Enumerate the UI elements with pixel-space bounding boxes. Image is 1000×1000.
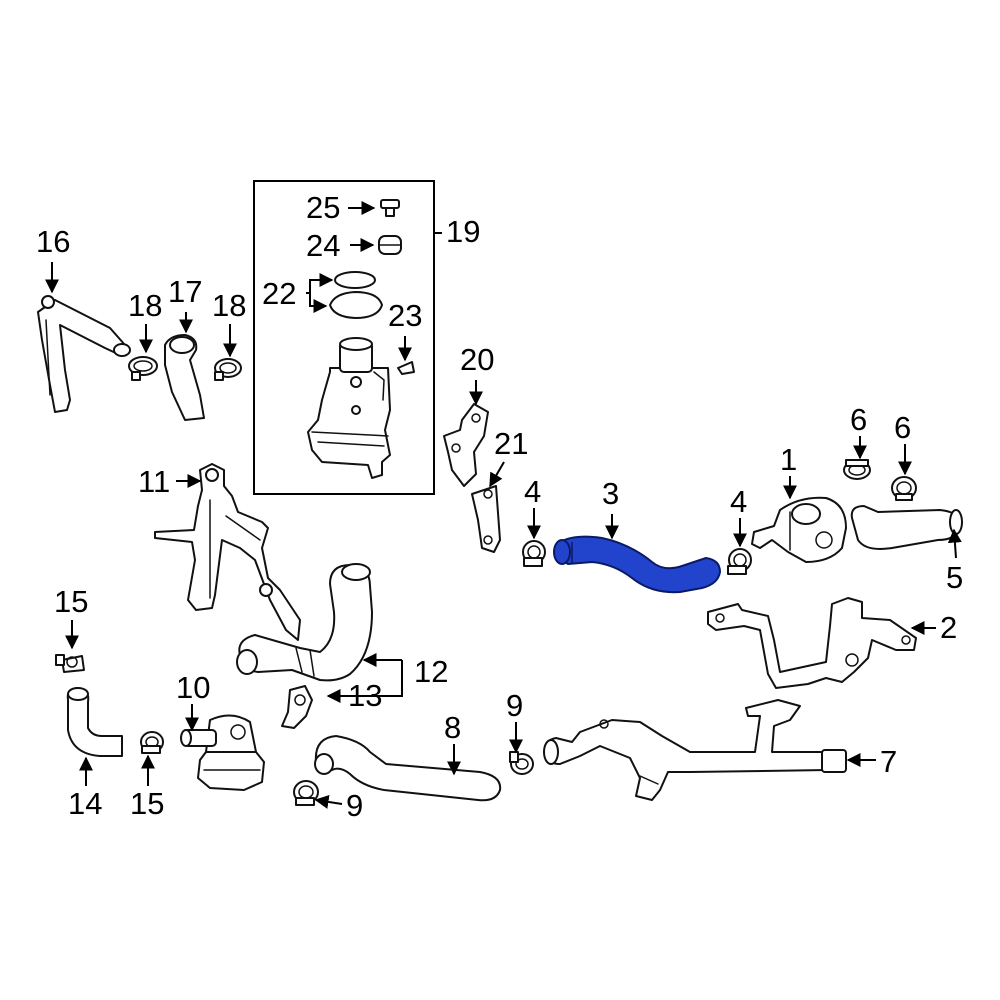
part-23-clip[interactable]	[397, 361, 415, 375]
callout-6a: 6	[850, 402, 867, 437]
callout-17: 17	[168, 274, 202, 309]
part-10-pump[interactable]	[180, 714, 265, 791]
part-14-hose[interactable]	[66, 687, 123, 757]
part-6-clamp-left[interactable]	[843, 459, 871, 480]
callout-13: 13	[348, 678, 382, 713]
part-8-hose[interactable]	[314, 735, 502, 802]
part-22-gasket[interactable]	[334, 271, 376, 289]
part-7-pipe[interactable]	[543, 699, 847, 801]
callout-1: 1	[780, 442, 797, 477]
callout-11: 11	[138, 464, 170, 499]
part-5-hose[interactable]	[850, 505, 963, 550]
callout-5: 5	[946, 560, 963, 595]
part-18-clamp-right[interactable]	[214, 358, 242, 381]
reservoir-kit-box	[253, 180, 435, 495]
callout-12: 12	[414, 654, 448, 689]
part-22-cap[interactable]	[329, 291, 383, 319]
callout-6b: 6	[894, 410, 911, 445]
part-15-clamp-top[interactable]	[55, 654, 85, 673]
part-20-bracket[interactable]	[443, 403, 489, 487]
callout-18b: 18	[212, 288, 246, 323]
part-25-bolt[interactable]	[380, 199, 400, 217]
part-17-hose[interactable]	[164, 334, 205, 421]
callout-15b: 15	[130, 786, 164, 821]
part-9-clamp-right[interactable]	[509, 751, 534, 775]
callout-24: 24	[306, 228, 340, 263]
part-3-hose-highlighted[interactable]	[553, 535, 721, 594]
part-4-clamp-left[interactable]	[522, 540, 546, 567]
callout-16: 16	[36, 224, 70, 259]
callout-14: 14	[68, 786, 102, 821]
part-4-clamp-right[interactable]	[727, 548, 752, 575]
callout-23: 23	[388, 298, 422, 333]
callout-20: 20	[460, 342, 494, 377]
callout-9a: 9	[506, 688, 523, 723]
callout-4b: 4	[730, 484, 747, 519]
callout-19: 19	[446, 214, 480, 249]
part-11-bracket[interactable]	[154, 463, 301, 641]
part-6-clamp-right[interactable]	[891, 476, 917, 501]
callout-15a: 15	[54, 584, 88, 619]
part-18-clamp-left[interactable]	[128, 356, 158, 381]
part-2-bracket[interactable]	[707, 597, 917, 689]
reservoir-tank[interactable]	[307, 337, 391, 479]
part-13-clamp[interactable]	[281, 685, 313, 729]
callout-4a: 4	[524, 474, 541, 509]
part-21-bracket[interactable]	[471, 485, 501, 553]
part-16-pipe[interactable]	[37, 295, 131, 413]
callout-3: 3	[602, 476, 619, 511]
part-9-clamp-left[interactable]	[293, 780, 319, 806]
callout-22: 22	[262, 276, 296, 311]
callout-9b: 9	[346, 788, 363, 823]
callout-10: 10	[176, 670, 210, 705]
part-24-grommet[interactable]	[378, 235, 402, 255]
callout-25: 25	[306, 190, 340, 225]
callout-7: 7	[880, 744, 897, 779]
callout-18a: 18	[128, 288, 162, 323]
callout-21: 21	[494, 426, 528, 461]
part-1-pump[interactable]	[751, 496, 847, 563]
part-15-clamp-bottom[interactable]	[140, 731, 164, 754]
callout-2: 2	[940, 610, 957, 645]
callout-8: 8	[444, 710, 461, 745]
part-12-hose[interactable]	[236, 563, 373, 682]
